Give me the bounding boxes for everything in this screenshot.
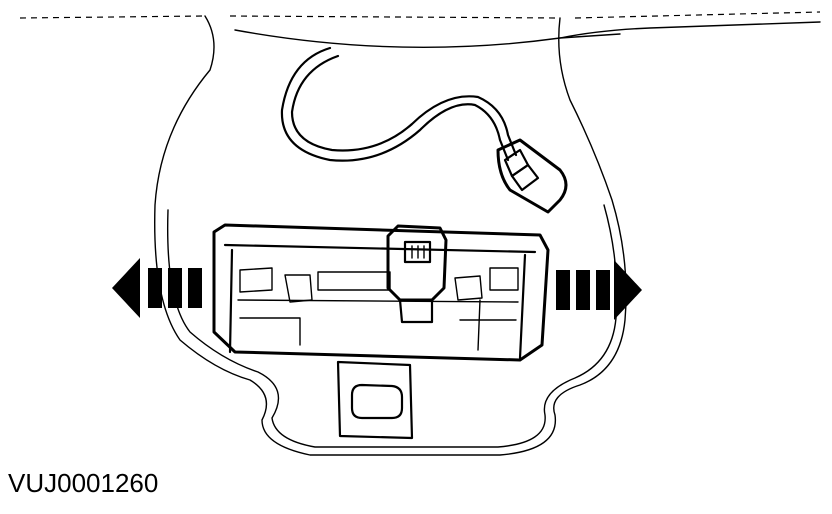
mounting-bracket xyxy=(336,360,414,440)
housing-outline xyxy=(154,15,627,456)
wiring-harness xyxy=(280,46,518,162)
arrow-left-icon xyxy=(112,258,202,318)
arrow-right-icon xyxy=(556,260,642,320)
harness-connector xyxy=(496,138,568,214)
figure-code: VUJ0001260 xyxy=(8,468,159,498)
lamp-assembly xyxy=(212,223,550,362)
headliner-top-edge xyxy=(19,11,821,49)
